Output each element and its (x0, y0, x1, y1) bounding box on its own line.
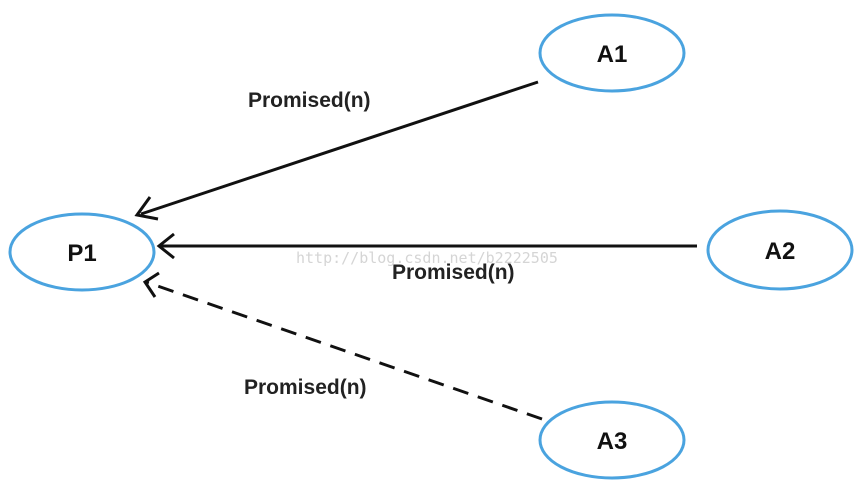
edge-a2-arrowhead (156, 232, 175, 260)
edge-a2-label: Promised(n) (392, 261, 515, 284)
node-a2-ellipse (706, 209, 854, 291)
node-p1-ellipse (8, 212, 156, 292)
edge-a3-line (145, 280, 543, 421)
edge-a1-label: Promised(n) (248, 89, 371, 112)
node-p1-label: P1 (67, 240, 96, 267)
node-p1: P1 (8, 212, 156, 292)
edge-a3-label: Promised(n) (244, 376, 367, 399)
node-a1-label: A1 (597, 41, 628, 68)
edge-a3-arrowhead (142, 271, 160, 298)
edge-a1-arrowhead (134, 196, 159, 221)
node-a2: A2 (706, 209, 854, 291)
node-a1: A1 (538, 13, 686, 93)
watermark-text: http://blog.csdn.net/b2222505 (296, 249, 558, 267)
node-a3-label: A3 (597, 428, 628, 455)
node-a3: A3 (538, 400, 686, 480)
node-a3-ellipse (538, 400, 686, 480)
edge-a3-to-p1 (142, 271, 543, 421)
node-a2-label: A2 (765, 238, 796, 265)
edge-a2-to-p1 (156, 232, 697, 260)
edge-a1-line (140, 80, 539, 216)
edge-a1-to-p1 (134, 80, 539, 221)
node-a1-ellipse (538, 13, 686, 93)
